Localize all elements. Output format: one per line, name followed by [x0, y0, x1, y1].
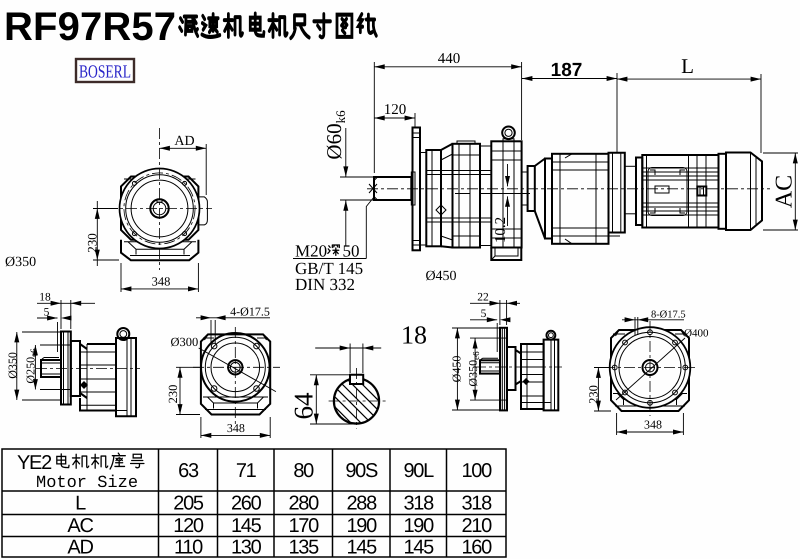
svg-text:YE2: YE2 [17, 452, 52, 474]
svg-text:Motor Size: Motor Size [36, 474, 138, 493]
svg-text:BOSERL: BOSERL [79, 63, 131, 83]
svg-text:145: 145 [346, 537, 377, 559]
svg-text:230: 230 [587, 385, 601, 404]
svg-text:AC: AC [67, 515, 93, 537]
svg-text:110: 110 [174, 537, 203, 559]
svg-text:348: 348 [227, 421, 245, 435]
svg-text:AD: AD [174, 134, 194, 149]
svg-text:8-Ø17.5: 8-Ø17.5 [651, 309, 686, 320]
svg-text:288: 288 [346, 493, 377, 515]
svg-text:22: 22 [477, 292, 489, 304]
svg-text:18: 18 [39, 292, 51, 304]
svg-text:80: 80 [293, 460, 314, 482]
svg-text:205: 205 [173, 493, 204, 515]
svg-text:71: 71 [236, 460, 257, 482]
svg-text:Ø300: Ø300 [171, 335, 199, 349]
svg-text:RF97R57: RF97R57 [4, 5, 176, 49]
svg-text:210: 210 [461, 515, 492, 537]
svg-text:Ø450: Ø450 [449, 356, 463, 383]
svg-text:318: 318 [461, 493, 492, 515]
svg-text:145: 145 [231, 515, 262, 537]
svg-text:90L: 90L [403, 460, 434, 482]
svg-text:M20: M20 [295, 242, 327, 261]
svg-text:64: 64 [289, 392, 319, 420]
svg-text:187: 187 [551, 60, 583, 81]
svg-text:120: 120 [384, 102, 407, 118]
svg-text:100: 100 [461, 460, 492, 482]
svg-text:318: 318 [403, 493, 434, 515]
svg-text:170: 170 [288, 515, 319, 537]
svg-text:348: 348 [644, 418, 662, 432]
svg-text:L: L [681, 54, 694, 78]
svg-text:230: 230 [85, 233, 100, 253]
svg-text:260: 260 [231, 493, 262, 515]
svg-text:Ø350: Ø350 [5, 352, 19, 379]
svg-text:63: 63 [178, 460, 199, 482]
svg-text:120: 120 [173, 515, 204, 537]
svg-text:230: 230 [166, 385, 180, 404]
svg-text:280: 280 [288, 493, 319, 515]
svg-text:145: 145 [403, 537, 434, 559]
svg-text:GB/T 145: GB/T 145 [295, 259, 363, 278]
svg-text:135: 135 [288, 537, 319, 559]
svg-text:DIN 332: DIN 332 [295, 275, 355, 294]
svg-text:190: 190 [346, 515, 377, 537]
svg-text:18: 18 [401, 321, 427, 350]
svg-text:348: 348 [152, 275, 171, 289]
svg-text:50: 50 [343, 242, 360, 261]
svg-text:L: L [75, 493, 86, 515]
svg-text:190: 190 [403, 515, 434, 537]
svg-text:Ø450: Ø450 [425, 269, 456, 284]
svg-text:90S: 90S [345, 460, 378, 482]
svg-text:160: 160 [461, 537, 492, 559]
svg-text:5: 5 [44, 307, 50, 319]
svg-text:AD: AD [67, 537, 93, 559]
svg-text:4-Ø17.5: 4-Ø17.5 [230, 305, 270, 319]
svg-text:Ø350: Ø350 [5, 255, 36, 270]
svg-text:AC: AC [772, 175, 798, 208]
svg-text:10.2: 10.2 [493, 217, 509, 243]
svg-text:5: 5 [481, 308, 487, 320]
svg-text:440: 440 [438, 51, 461, 67]
svg-text:130: 130 [231, 537, 262, 559]
svg-text:Ø400: Ø400 [684, 328, 709, 340]
